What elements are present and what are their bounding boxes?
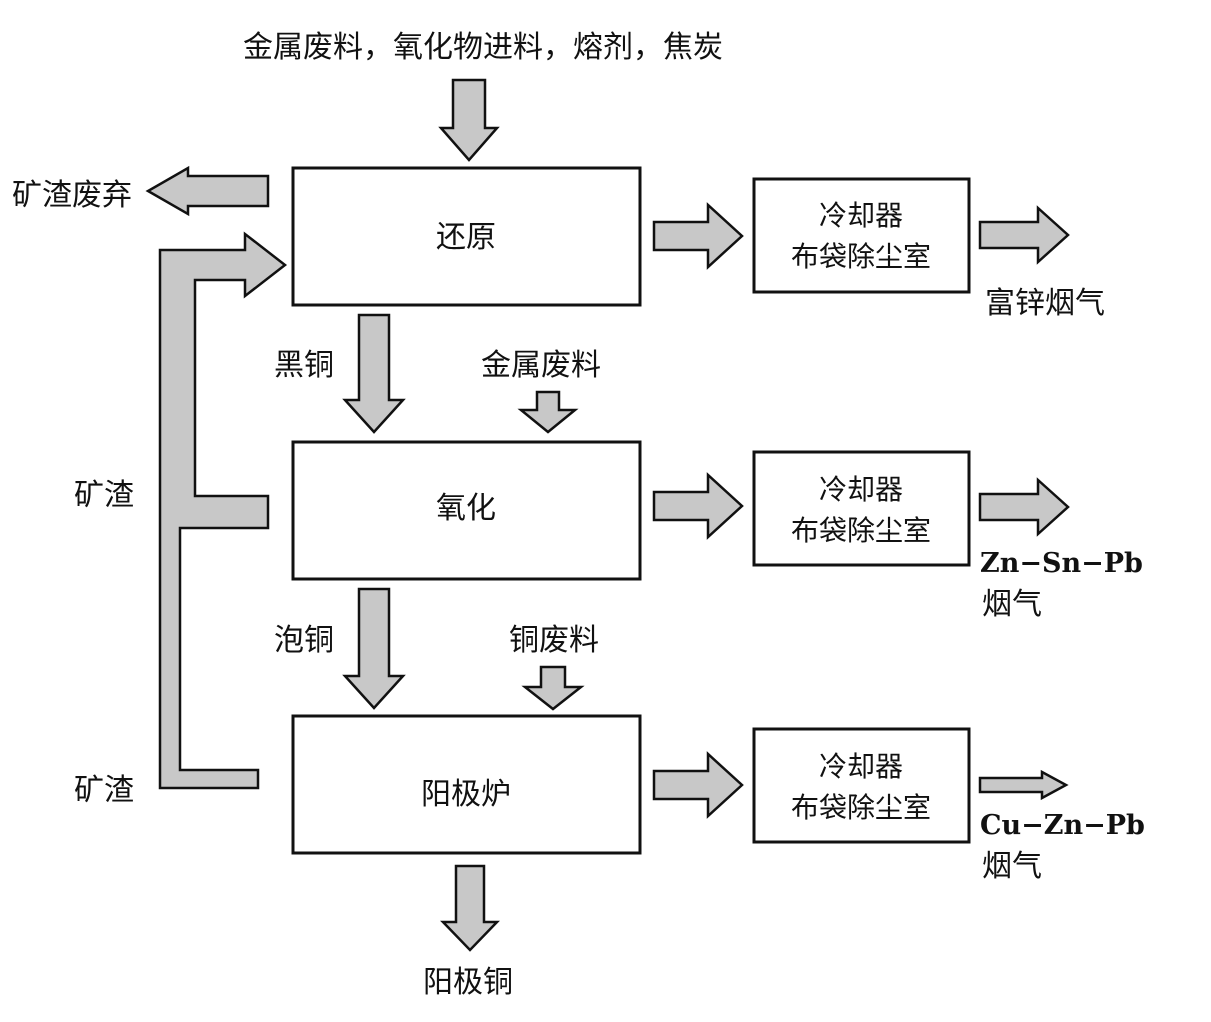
blister-copper-label: 泡铜 bbox=[274, 623, 334, 658]
fume-label-zn-sn-pb: Zn−Sn−Pb bbox=[980, 548, 1143, 579]
cooler-1-line1: 冷却器 bbox=[819, 199, 903, 232]
arrow-anode-copper bbox=[440, 864, 500, 952]
slag-discard-label: 矿渣废弃 bbox=[12, 178, 132, 213]
arrow-slag-discard bbox=[145, 165, 270, 217]
anode-copper-label: 阳极铜 bbox=[423, 965, 513, 1000]
cooler-box-3 bbox=[752, 727, 971, 844]
oxidation-box bbox=[291, 440, 642, 581]
arrow-copper-scrap-down bbox=[521, 665, 585, 711]
input-label-copper-scrap: 铜废料 bbox=[509, 623, 599, 658]
cooler-box-1 bbox=[752, 177, 971, 294]
cooler-3-line1: 冷却器 bbox=[819, 750, 903, 783]
input-label-top: 金属废料，氧化物进料，熔剂，焦炭 bbox=[243, 30, 723, 65]
oxidation-label: 氧化 bbox=[436, 491, 496, 526]
arrow-oxidation-to-cooler-2 bbox=[652, 472, 744, 540]
cooler-box-2 bbox=[752, 450, 971, 567]
reduction-box bbox=[291, 166, 642, 307]
fume-label-cu-zn-pb: Cu−Zn−Pb bbox=[980, 810, 1145, 841]
cooler-1-line2: 布袋除尘室 bbox=[791, 240, 931, 273]
arrow-scrap-down bbox=[517, 390, 579, 434]
arrow-feed-down bbox=[438, 78, 500, 162]
arrow-fume-3 bbox=[978, 769, 1069, 801]
fume-label-zn-sn-pb-2: 烟气 bbox=[982, 587, 1042, 622]
anode-furnace-box bbox=[291, 714, 642, 855]
arrow-blister-copper bbox=[342, 587, 406, 710]
arrow-fume-1 bbox=[978, 205, 1070, 265]
fume-label-zinc-rich: 富锌烟气 bbox=[985, 286, 1105, 321]
input-label-scrap: 金属废料 bbox=[481, 348, 601, 383]
arrow-anode-to-cooler-3 bbox=[652, 751, 744, 819]
arrow-slag-recycle bbox=[158, 231, 288, 790]
reduction-label: 还原 bbox=[436, 220, 496, 255]
slag-label-1: 矿渣 bbox=[74, 478, 134, 513]
arrow-reduction-to-cooler-1 bbox=[652, 202, 744, 270]
arrow-black-copper bbox=[342, 313, 406, 434]
arrow-fume-2 bbox=[978, 477, 1070, 537]
cooler-2-line1: 冷却器 bbox=[819, 473, 903, 506]
black-copper-label: 黑铜 bbox=[274, 348, 334, 383]
cooler-2-line2: 布袋除尘室 bbox=[791, 514, 931, 547]
fume-label-cu-zn-pb-2: 烟气 bbox=[982, 849, 1042, 884]
slag-label-2: 矿渣 bbox=[74, 773, 134, 808]
anode-furnace-label: 阳极炉 bbox=[421, 777, 511, 812]
cooler-3-line2: 布袋除尘室 bbox=[791, 791, 931, 824]
